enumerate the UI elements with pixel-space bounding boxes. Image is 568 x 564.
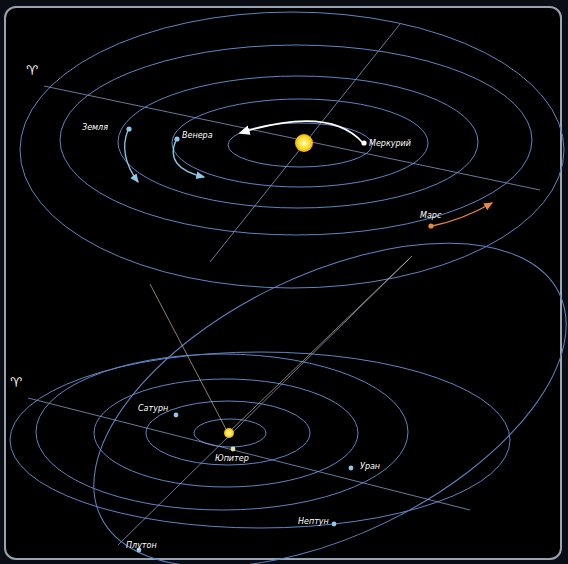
planet-label: Сатурн — [138, 405, 168, 413]
planet-label: Меркурий — [369, 140, 411, 148]
planet-label: Марс — [420, 212, 441, 220]
planet-label: Земля — [82, 124, 108, 132]
planet-label: Венера — [182, 132, 213, 140]
planet-label: Нептун — [298, 518, 329, 526]
planet-label: Юпитер — [215, 455, 249, 463]
planet-label: Уран — [360, 463, 380, 471]
vernal-equinox-symbol: ♈ — [26, 64, 38, 77]
vernal-equinox-symbol: ♈ — [10, 376, 22, 389]
planet-label: Плутон — [126, 542, 157, 550]
